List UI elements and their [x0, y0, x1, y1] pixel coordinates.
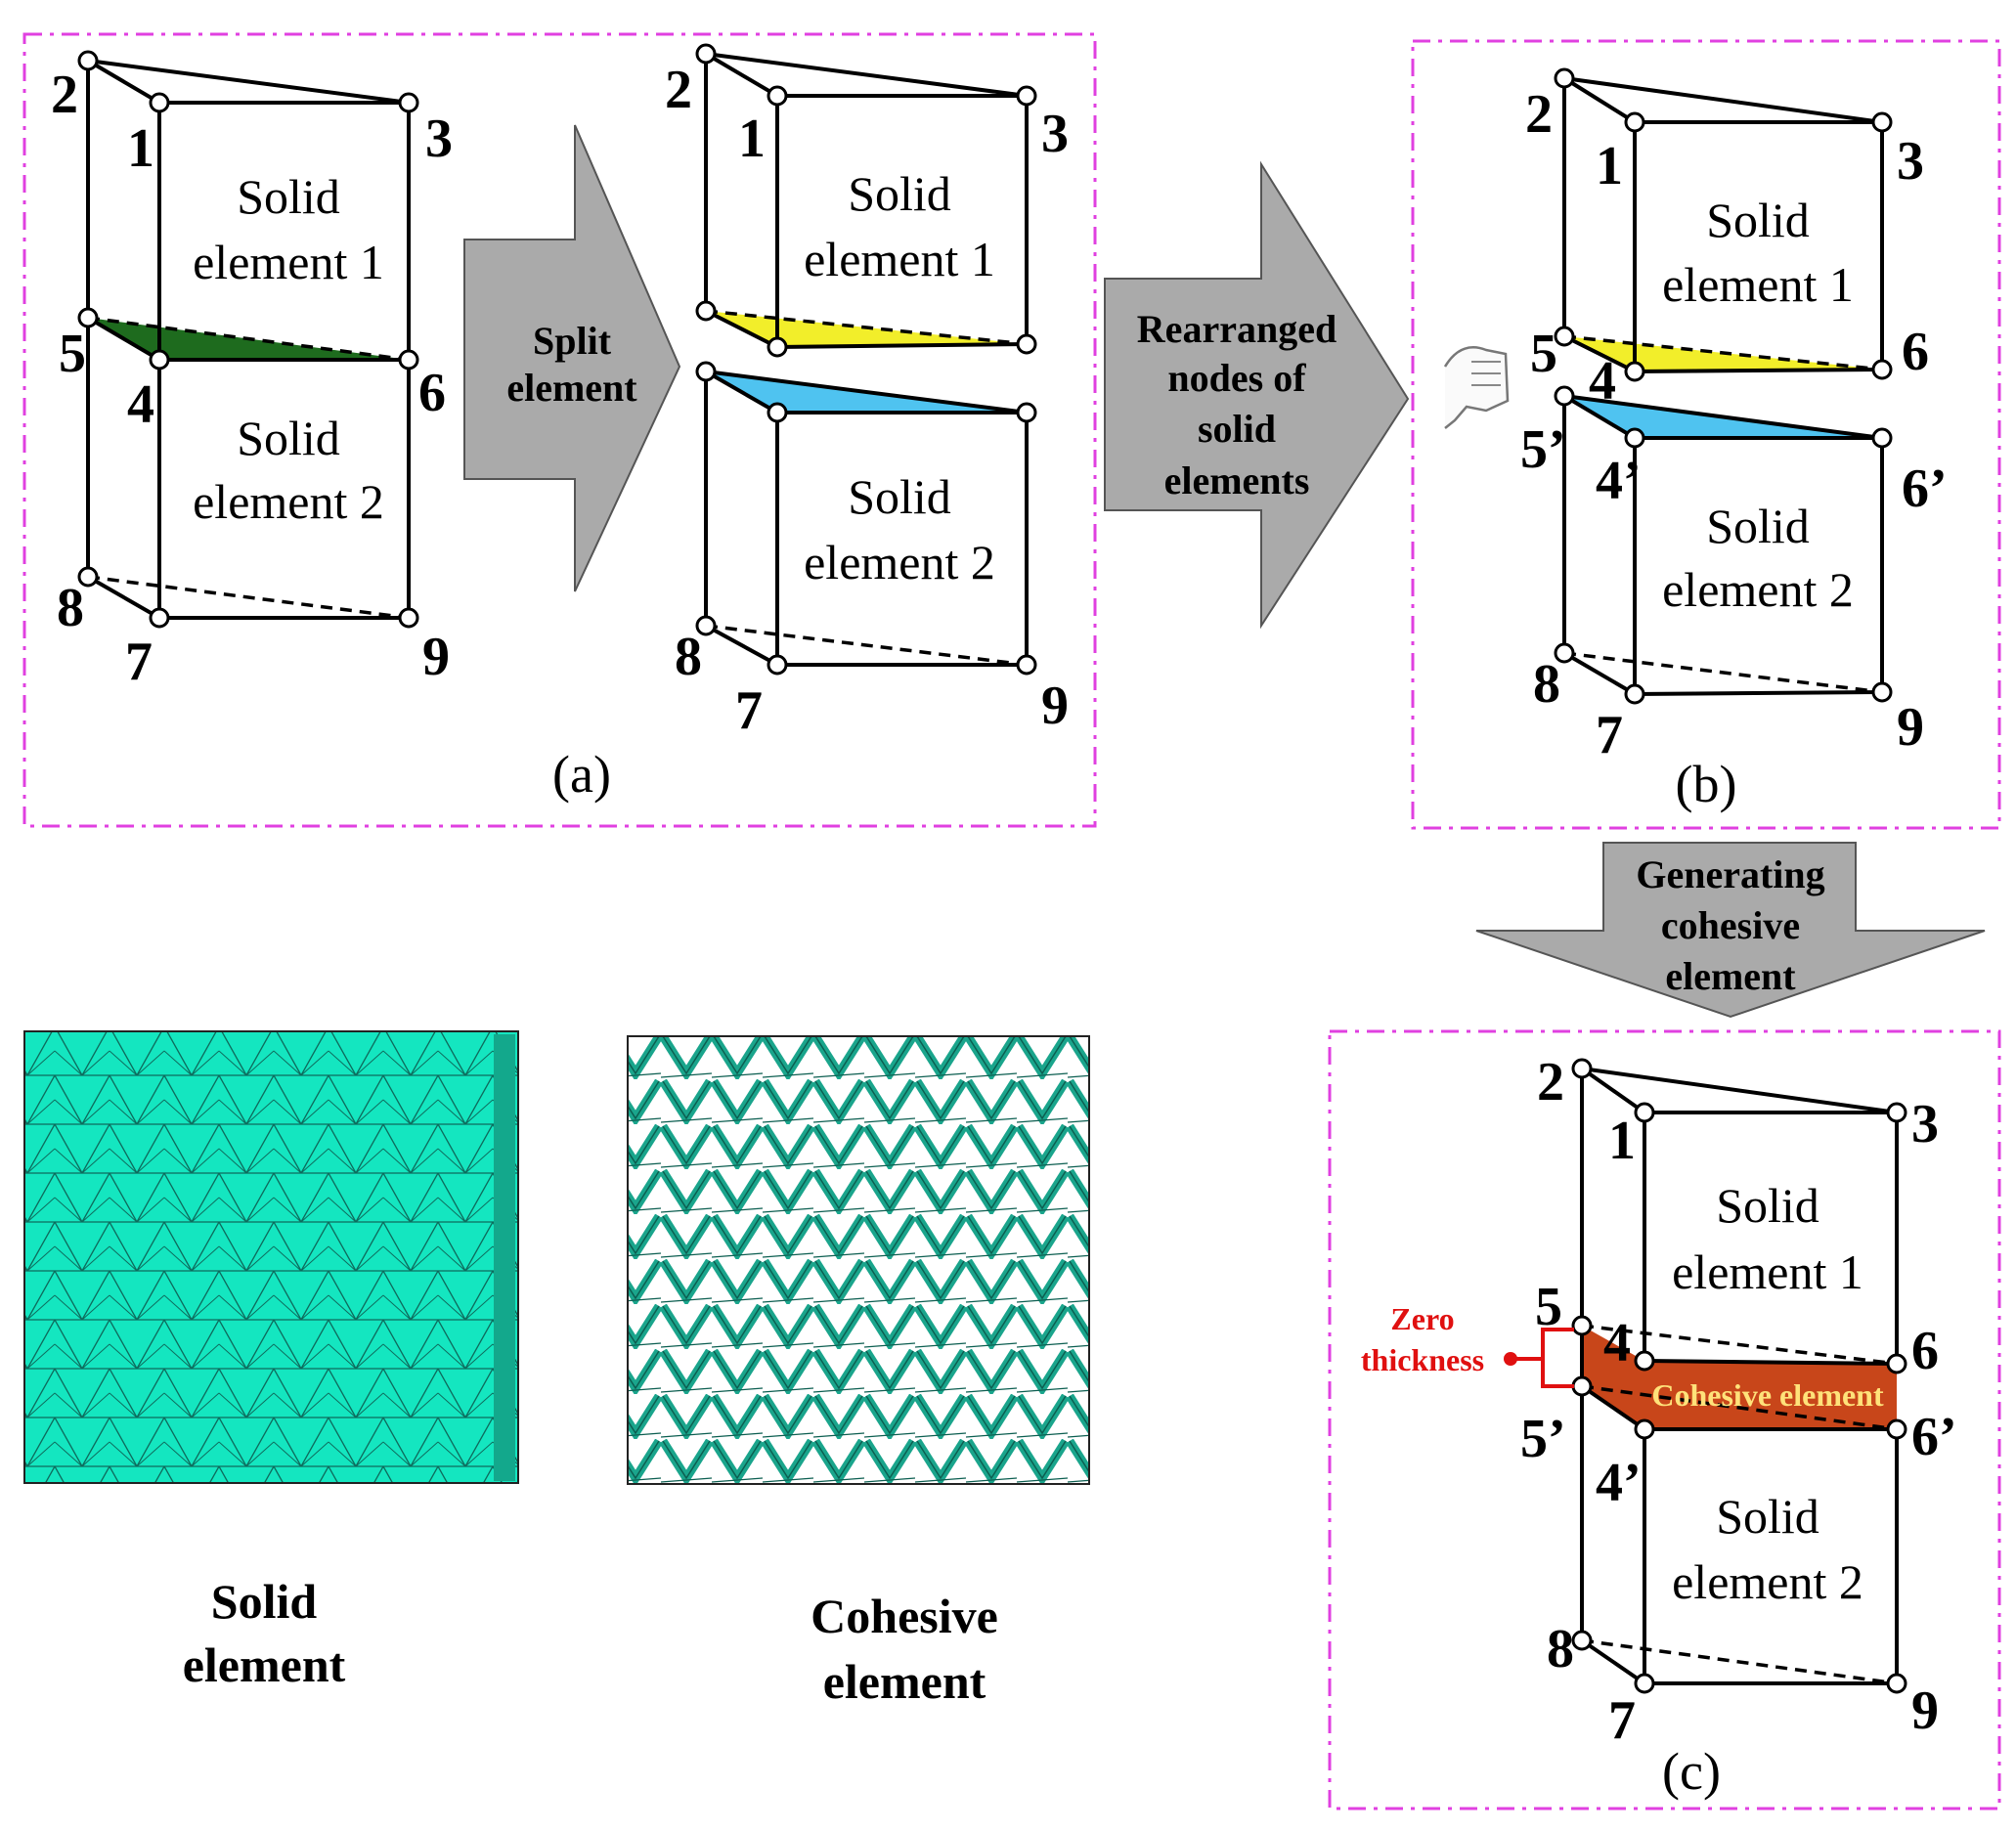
panel-c-frame [1328, 1029, 2001, 1810]
node-label-1: 1 [1608, 1111, 1636, 1171]
cohesive-mesh-caption-line2: element [823, 1654, 986, 1709]
element-2-label-line2: element 2 [1662, 562, 1854, 617]
node-label-4: 4 [1603, 1313, 1631, 1374]
node-label-9: 9 [1041, 676, 1069, 736]
node-label-6-prime: 6’ [1902, 458, 1948, 519]
panel-a-caption: (a) [552, 745, 611, 804]
generate-arrow-text-line1: Generating [1636, 852, 1824, 896]
node-label-1: 1 [1596, 136, 1623, 196]
rearrange-arrow-text-line2: nodes of [1167, 356, 1306, 400]
node-label-9: 9 [422, 627, 450, 687]
node-label-3: 3 [1911, 1094, 1939, 1155]
element-2-label-line1: Solid [1716, 1489, 1819, 1544]
node-label-8: 8 [1533, 654, 1560, 715]
node-label-5: 5 [59, 324, 86, 384]
node-label-9: 9 [1897, 697, 1924, 758]
node-label-1: 1 [738, 109, 766, 169]
node-label-9: 9 [1911, 1680, 1939, 1741]
node-label-4-prime: 4’ [1596, 451, 1642, 511]
rearrange-arrow: Rearranged nodes of solid elements [1104, 160, 1410, 630]
node-label-3: 3 [425, 109, 453, 169]
panel-c-caption: (c) [1662, 1742, 1721, 1801]
zero-thickness-label-line2: thickness [1361, 1342, 1484, 1377]
node-label-6: 6 [1911, 1321, 1939, 1381]
generate-arrow: Generating cohesive element [1475, 842, 1986, 1019]
rearrange-arrow-text-line4: elements [1164, 458, 1310, 502]
element-1-label-line2: element 1 [804, 232, 995, 286]
panel-b-prism: 2 1 3 5 4 6 5’ 4’ 6’ 8 7 9 Solid element… [1443, 67, 1948, 765]
element-1-label-line1: Solid [237, 169, 340, 224]
node-label-8: 8 [57, 578, 84, 638]
element-2-label-line2: element 2 [1672, 1554, 1863, 1609]
node-label-5-prime: 5’ [1520, 1409, 1566, 1469]
panel-a-frame [22, 32, 1097, 828]
node-label-7: 7 [1596, 705, 1623, 765]
node-label-2: 2 [51, 65, 78, 125]
node-label-2: 2 [665, 60, 692, 120]
element-2-label-line1: Solid [237, 411, 340, 465]
node-label-8: 8 [1547, 1619, 1574, 1679]
rearrange-arrow-text-line3: solid [1198, 407, 1276, 451]
element-1-label-line2: element 1 [1662, 257, 1854, 312]
node-label-5: 5 [1530, 324, 1557, 384]
solid-mesh-image [23, 1030, 519, 1484]
generate-arrow-text-line3: element [1665, 954, 1796, 998]
element-2-label-line1: Solid [1706, 499, 1810, 553]
hand-cursor-icon [1443, 346, 1510, 429]
split-arrow-text-line2: element [506, 366, 637, 410]
node-label-6: 6 [418, 363, 446, 423]
element-1-label-line2: element 1 [193, 235, 384, 289]
zero-thickness-bracket [1511, 1328, 1574, 1388]
split-arrow-text-line1: Split [533, 319, 612, 363]
node-label-4: 4 [127, 374, 154, 435]
element-2-label-line2: element 2 [193, 474, 384, 529]
node-label-6: 6 [1902, 322, 1929, 382]
node-label-2: 2 [1537, 1052, 1564, 1112]
node-label-4: 4 [1589, 351, 1616, 412]
element-1-label-line2: element 1 [1672, 1244, 1863, 1299]
node-label-5-prime: 5’ [1520, 419, 1566, 480]
split-arrow: Split element [463, 124, 681, 592]
generate-arrow-text-line2: cohesive [1661, 903, 1800, 947]
solid-mesh-caption-line1: Solid [211, 1574, 318, 1629]
node-label-1: 1 [127, 118, 154, 179]
node-label-2: 2 [1525, 84, 1553, 145]
node-label-3: 3 [1897, 131, 1924, 192]
node-label-6-prime: 6’ [1911, 1407, 1957, 1467]
cohesive-mesh-image [627, 1035, 1090, 1485]
rearrange-arrow-text-line1: Rearranged [1137, 307, 1337, 351]
cohesive-element-body [1582, 1326, 1897, 1429]
cohesive-element-label: Cohesive element [1651, 1377, 1884, 1413]
panel-b-caption: (b) [1676, 755, 1737, 813]
panel-a-left-prism: 2 1 3 5 4 6 8 7 9 Solid element 1 Solid … [51, 50, 453, 692]
cohesive-mesh-caption-line1: Cohesive [811, 1589, 998, 1643]
element-1-label-line1: Solid [848, 166, 951, 221]
node-label-3: 3 [1041, 104, 1069, 164]
element-2-label-line2: element 2 [804, 535, 995, 589]
element-2-label-line1: Solid [848, 469, 951, 524]
zero-thickness-dot [1504, 1352, 1517, 1366]
panel-a-right-prism: 2 1 3 8 7 9 Solid element 1 Solid elemen… [665, 43, 1069, 741]
node-label-8: 8 [675, 627, 702, 687]
node-label-5: 5 [1535, 1277, 1562, 1337]
node-label-7: 7 [1608, 1690, 1636, 1751]
node-label-4-prime: 4’ [1596, 1453, 1642, 1513]
panel-b-frame [1411, 39, 2001, 830]
solid-mesh-caption-line2: element [183, 1637, 346, 1692]
element-1-label-line1: Solid [1716, 1178, 1819, 1233]
node-label-7: 7 [735, 680, 763, 741]
element-1-label-line1: Solid [1706, 193, 1810, 247]
zero-thickness-label-line1: Zero [1390, 1301, 1454, 1336]
panel-c-prism: 2 1 3 5 4 6 5’ 4’ 6’ 8 7 9 Solid element… [1361, 1052, 1957, 1751]
node-label-7: 7 [125, 632, 153, 692]
